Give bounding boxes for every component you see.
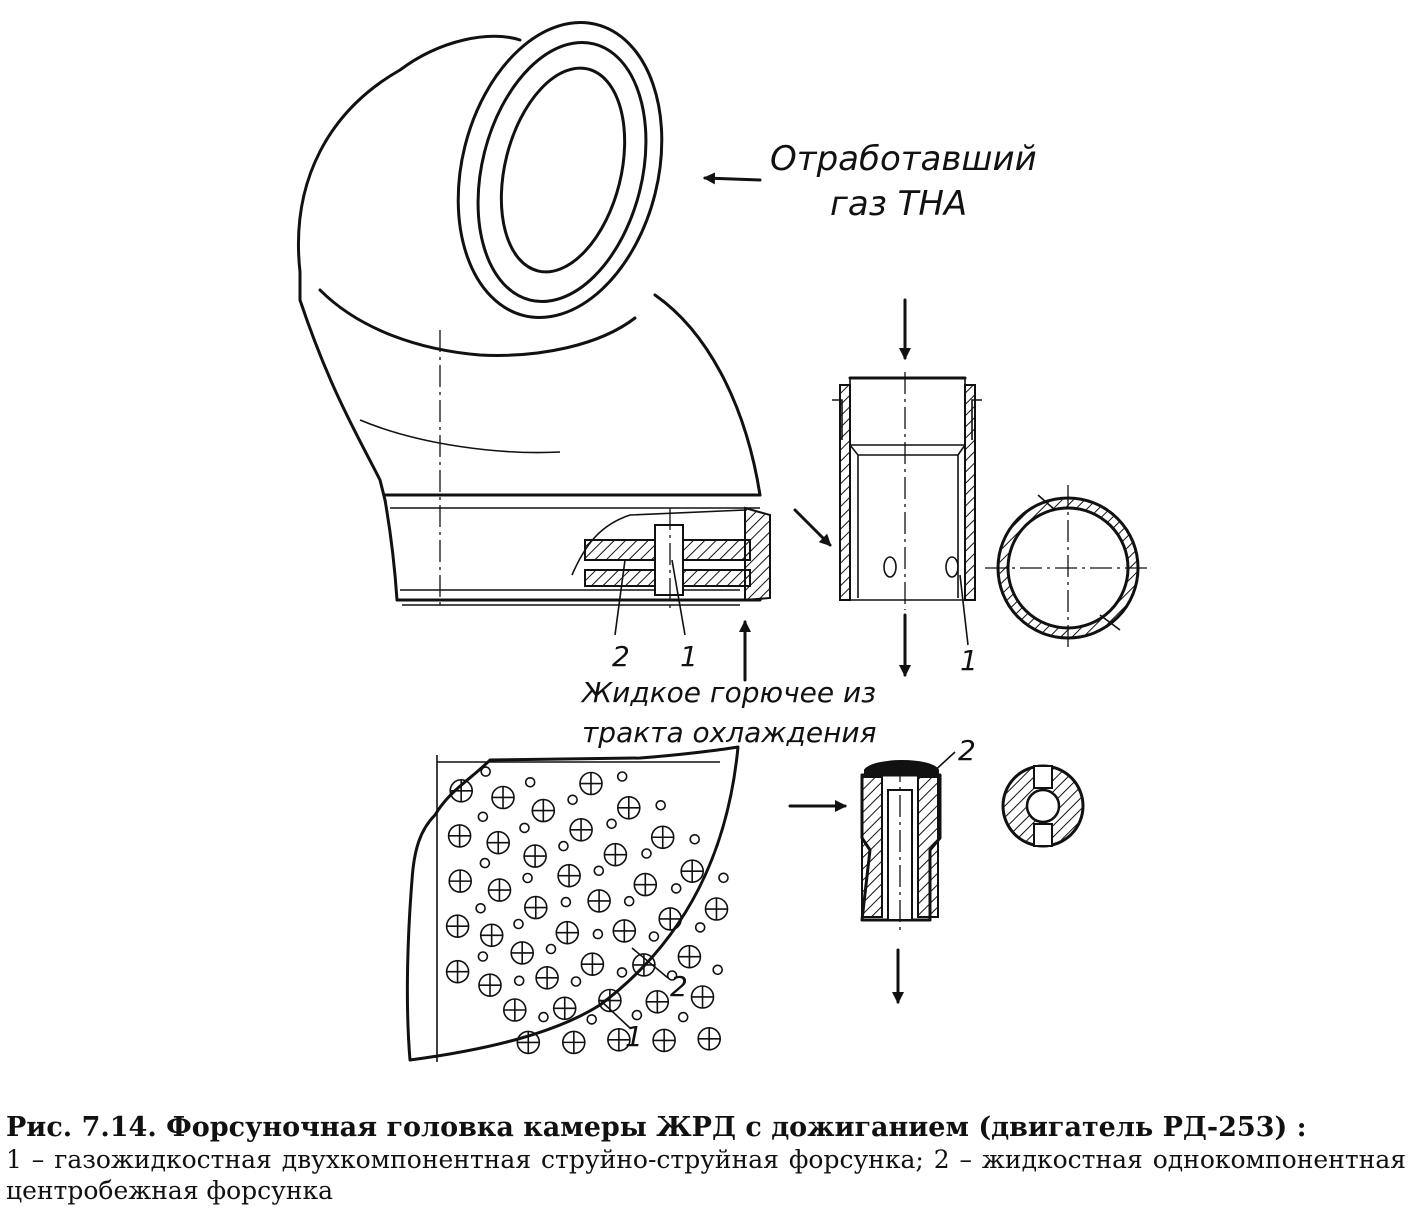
- injector-1-section: 1: [793, 298, 982, 677]
- swirl-injector-hole: [567, 794, 578, 806]
- jet-injector-crosshair: [532, 799, 555, 822]
- swirl-injector-hole: [616, 967, 628, 978]
- swirl-injector-hole: [558, 840, 569, 852]
- head-item-1-label: 1: [680, 640, 698, 673]
- plate-item-2-label: 2: [670, 970, 688, 1003]
- jet-injector-crosshair: [556, 921, 579, 944]
- swirl-injector-hole: [641, 848, 652, 859]
- swirl-injector-hole: [477, 811, 489, 823]
- swirl-injector-hole: [718, 872, 729, 884]
- jet-injector-crosshair: [488, 879, 511, 902]
- jet-injector-crosshair: [607, 1028, 630, 1051]
- swirl-injector-hole: [592, 928, 604, 940]
- jet-injector-crosshair: [558, 864, 581, 887]
- jet-injector-crosshair: [503, 998, 526, 1021]
- jet-injector-crosshair: [524, 845, 547, 868]
- jet-injector-crosshair: [659, 907, 682, 930]
- jet-injector-crosshair: [487, 831, 510, 854]
- swirl-injector-hole: [524, 776, 536, 788]
- swirl-injector-hole: [477, 951, 489, 962]
- jet-injector-crosshair: [579, 772, 602, 795]
- jet-injector-crosshair: [691, 985, 714, 1008]
- injector-1-cross-section: [985, 485, 1150, 650]
- injector-head-drawing: Отработавший газ ТНА 2 1 Жидкое горючее …: [297, 21, 1150, 1062]
- jet-injector-crosshair: [570, 818, 593, 841]
- jet-injector-crosshair: [604, 843, 627, 866]
- jet-injector-crosshair: [450, 779, 473, 802]
- injector-1-item-label: 1: [960, 644, 978, 677]
- jet-injector-crosshair: [553, 997, 576, 1020]
- head-item-2-leader: [614, 559, 626, 636]
- swirl-injector-hole: [593, 865, 605, 877]
- jet-injector-crosshair: [449, 870, 472, 893]
- jet-injector-crosshair: [678, 945, 701, 968]
- swirl-injector-hole: [545, 943, 557, 955]
- swirl-injector-hole: [522, 872, 533, 884]
- swirl-injector-hole: [560, 896, 572, 908]
- swirl-injector-hole: [475, 902, 486, 914]
- plate-item-1-label: 1: [625, 1020, 643, 1053]
- jet-injector-crosshair: [705, 898, 728, 921]
- jet-injector-crosshair: [634, 873, 657, 896]
- jet-injector-crosshair: [511, 941, 534, 964]
- swirl-injector-hole: [586, 1014, 598, 1025]
- swirl-injector-hole: [623, 895, 635, 907]
- swirl-injector-hole: [606, 818, 617, 830]
- jet-injector-crosshair: [536, 966, 559, 989]
- swirl-injector-hole: [513, 918, 524, 930]
- jet-injector-crosshair: [448, 824, 471, 847]
- injector-2-section: 2: [788, 734, 976, 1004]
- jet-injector-crosshair: [613, 919, 636, 942]
- swirl-injector-hole: [655, 799, 667, 811]
- swirl-injector-hole: [677, 1011, 689, 1023]
- caption-text: 1 – газожидкостная двухкомпонентная стру…: [6, 1145, 1406, 1205]
- head-item-2-label: 2: [612, 640, 630, 673]
- jet-injector-crosshair: [617, 796, 640, 819]
- swirl-injector-hole: [519, 822, 530, 834]
- swirl-injector-hole: [480, 766, 492, 777]
- jet-injector-crosshair: [646, 990, 669, 1013]
- jet-injector-crosshair: [651, 826, 674, 849]
- injector-2-cross-section: [1001, 764, 1085, 848]
- swirl-injector-hole: [479, 857, 491, 869]
- swirl-injector-hole: [538, 1011, 549, 1023]
- swirl-injector-hole: [631, 1009, 643, 1021]
- swirl-injector-hole: [689, 833, 701, 845]
- jet-injector-crosshair: [446, 915, 469, 938]
- swirl-injector-hole: [570, 976, 582, 987]
- jet-injector-crosshair: [479, 974, 502, 997]
- swirl-injector-hole: [670, 883, 682, 894]
- jet-injector-crosshair: [588, 889, 611, 912]
- jet-injector-crosshair: [480, 924, 503, 947]
- gas-duct-elbow: [297, 21, 771, 612]
- swirl-injector-hole: [513, 975, 525, 987]
- figure-caption: Рис. 7.14. Форсуночная головка камеры ЖР…: [6, 1112, 1406, 1206]
- swirl-injector-hole: [694, 922, 706, 933]
- jet-injector-crosshair: [562, 1031, 585, 1054]
- exhaust-gas-label: Отработавший газ ТНА: [770, 139, 1048, 224]
- jet-injector-crosshair: [517, 1031, 540, 1054]
- jet-injector-crosshair: [524, 896, 547, 919]
- swirl-injector-hole: [648, 931, 660, 942]
- jet-injector-crosshair: [446, 960, 469, 983]
- jet-injector-crosshair: [581, 953, 604, 976]
- exhaust-gas-arrow: [703, 172, 762, 185]
- jet-injector-crosshair: [653, 1029, 676, 1052]
- jet-injector-crosshair: [698, 1027, 721, 1050]
- liquid-fuel-label: Жидкое горючее из тракта охлаждения: [580, 676, 885, 749]
- injector-plate-segment: 2 1: [405, 745, 740, 1062]
- jet-injector-crosshair: [681, 860, 704, 883]
- swirl-injector-hole: [712, 964, 724, 976]
- jet-injector-crosshair: [598, 989, 621, 1012]
- caption-title: Рис. 7.14. Форсуночная головка камеры ЖР…: [6, 1112, 1307, 1143]
- head-item-1-leader: [671, 559, 686, 636]
- jet-injector-crosshair: [492, 786, 515, 809]
- swirl-injector-hole: [666, 970, 678, 981]
- injector-2-item-label: 2: [958, 734, 976, 767]
- swirl-injector-hole: [616, 771, 628, 782]
